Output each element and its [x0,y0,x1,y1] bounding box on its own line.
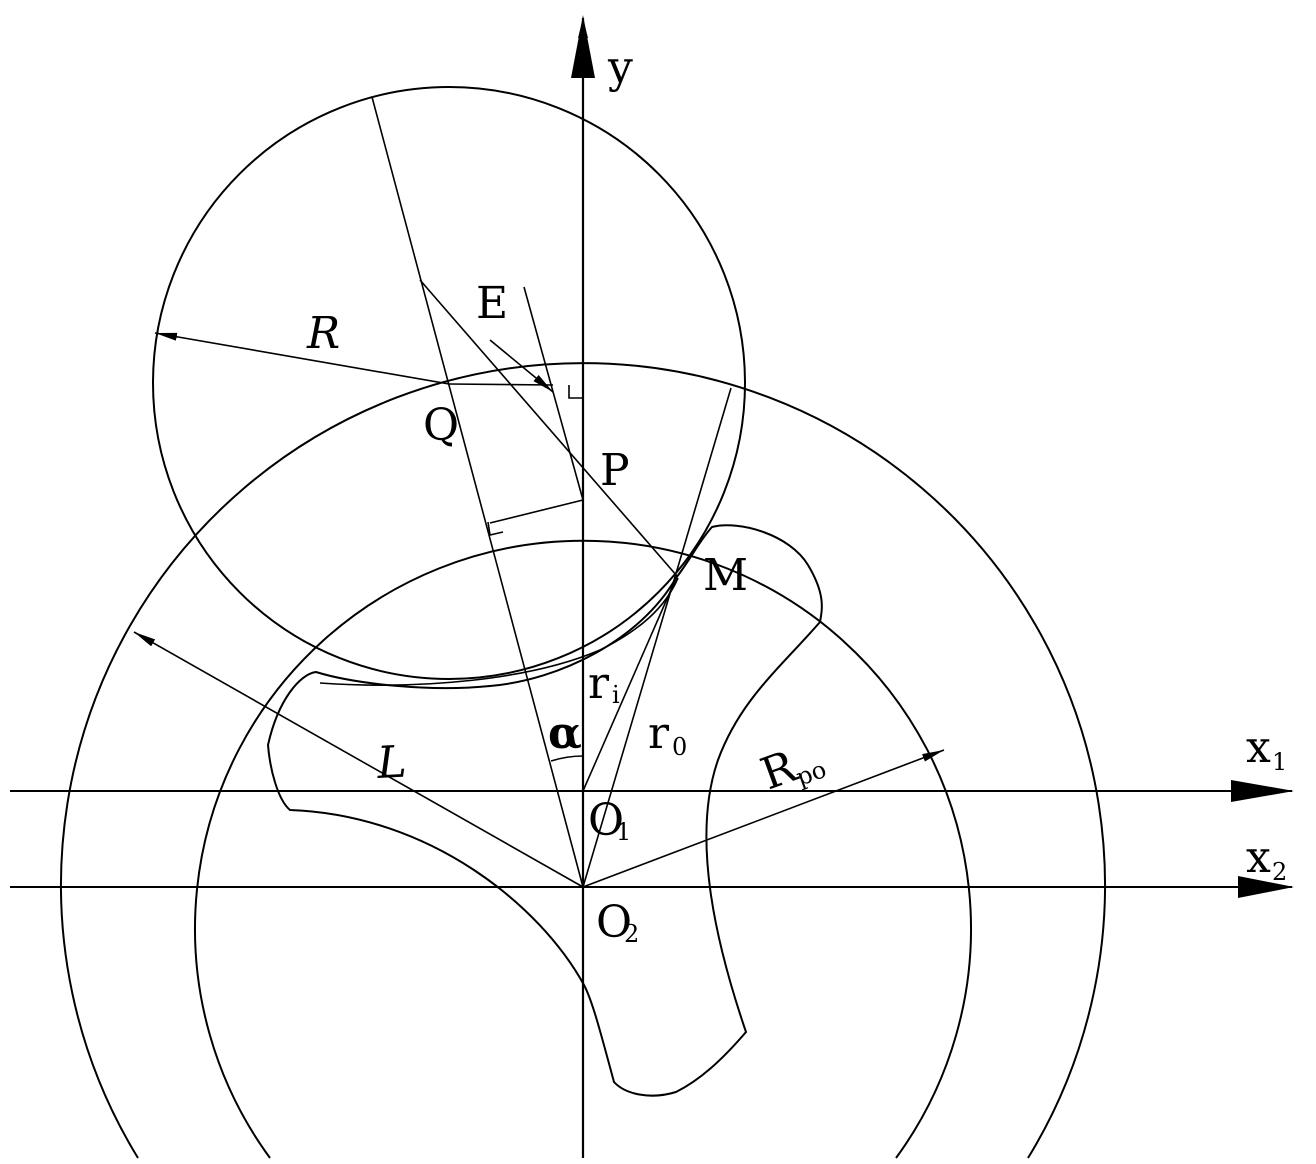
line-E-P [523,286,584,501]
label-Q: Q [423,400,459,451]
label-r0-sub: 0 [672,733,687,761]
radius-Rpo [582,749,945,888]
line-Q-M [419,279,678,577]
tip-arc-inner [319,577,679,686]
line-Q-E-horizontal [448,383,554,386]
label-O1-sub: 1 [616,818,631,846]
label-L: L [375,737,408,790]
x2-axis-arrowhead [1238,876,1294,898]
pitch-circle [194,539,972,1159]
label-r0: r [648,708,670,759]
upper-circle [152,86,746,680]
label-O1: O [588,795,624,846]
label-x2-sub: 2 [1272,858,1287,886]
radius-L [133,631,584,888]
radius-R [154,332,450,385]
label-P: P [600,445,630,496]
x1-axis-arrowhead [1231,780,1294,802]
label-R: R [306,308,340,359]
y-axis-arrowhead [571,15,595,78]
line-Q-top [371,96,584,888]
label-x1-sub: 1 [1272,748,1287,776]
label-alpha: α [548,708,582,759]
label-x2: x [1246,832,1271,883]
label-E: E [476,278,508,329]
label-O2: O [596,897,632,948]
rotor-profile [266,524,823,1097]
line-O1-M [582,575,678,792]
label-M: M [703,550,748,601]
alpha-arc [550,755,584,762]
label-ri: r [588,658,610,709]
right-angle-E [568,385,583,399]
label-y: y [607,42,633,93]
line-E-arrow [489,339,554,393]
label-ri-sub: i [612,681,620,709]
line-P-foot [489,499,584,524]
label-x1: x [1246,722,1271,773]
right-angle-P [487,521,504,536]
line-M-O2 [582,387,732,888]
label-O2-sub: 2 [624,920,639,948]
outer-circle [60,362,1106,1159]
